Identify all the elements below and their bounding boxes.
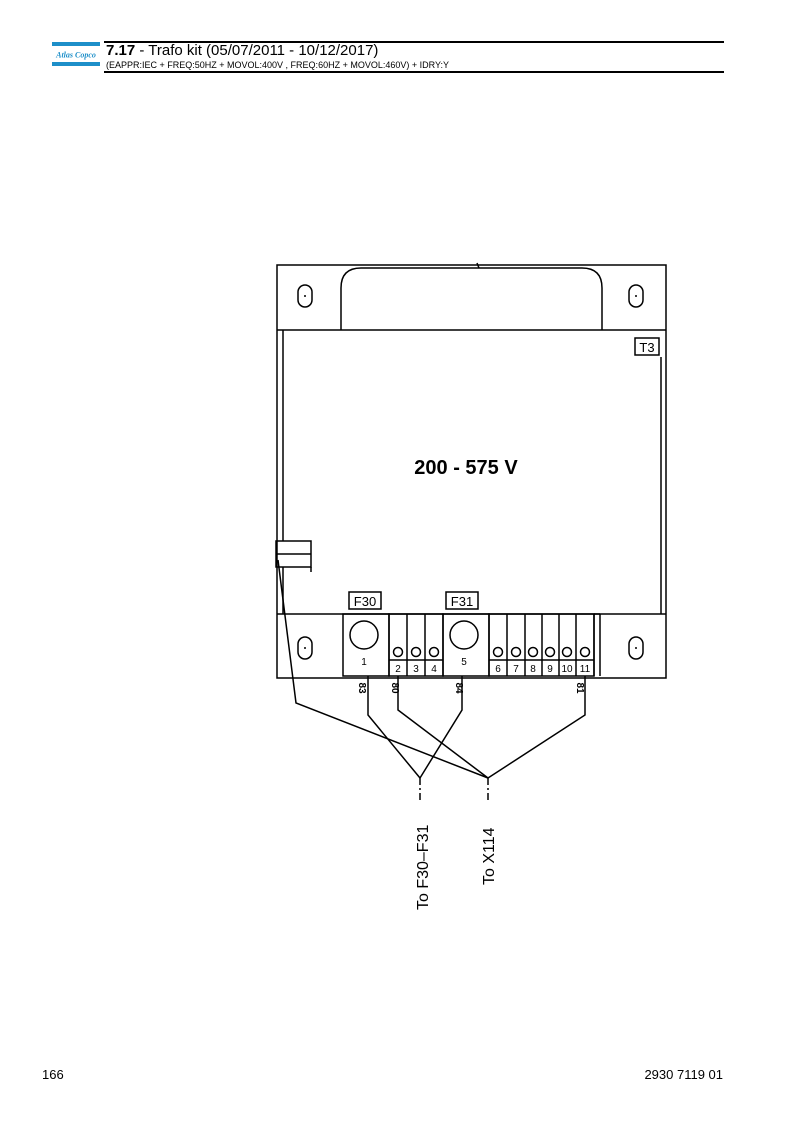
core-outline <box>340 267 603 330</box>
terminal-label: 7 <box>513 664 519 675</box>
terminal-label: 3 <box>413 664 419 675</box>
transformer-outline <box>276 264 667 679</box>
page-number: 166 <box>42 1067 64 1082</box>
mount-hole-bl <box>297 636 313 660</box>
wire-number-83: 83 <box>356 682 367 694</box>
wire-ground <box>277 559 489 779</box>
terminal-label: 11 <box>580 664 591 675</box>
wire-number-80: 80 <box>389 682 400 694</box>
wire-81 <box>487 676 586 779</box>
section-title: - Trafo kit (05/07/2011 - 10/12/2017) <box>139 42 379 59</box>
terminal-label: 4 <box>431 664 437 675</box>
destination-f30-f31: To F30–F31 <box>415 825 432 910</box>
destination-x114: To X114 <box>481 827 498 885</box>
mount-hole-tl <box>297 284 313 308</box>
fuse-tag-f30: F30 <box>354 594 376 609</box>
mount-hole-br <box>628 636 644 660</box>
section-number: 7.17 <box>106 42 136 59</box>
atlas-copco-logo: Atlas Copco <box>52 42 100 66</box>
wire-number-81: 81 <box>574 682 585 694</box>
transformer-tag: T3 <box>639 340 654 355</box>
document-number: 2930 7119 01 <box>644 1067 723 1082</box>
terminal-label: 9 <box>547 664 553 675</box>
header-rule-bottom <box>104 71 724 73</box>
logo-text: Atlas Copco <box>55 51 96 60</box>
terminal-label: 10 <box>561 664 573 675</box>
wire-84 <box>419 676 463 779</box>
wire-83 <box>367 676 421 779</box>
wire-number-84: 84 <box>453 682 464 694</box>
terminal-label: 2 <box>395 664 401 675</box>
header-rule-top <box>104 41 724 43</box>
wire-80 <box>397 676 489 779</box>
terminal-label: 8 <box>530 664 536 675</box>
terminal-label: 1 <box>361 657 367 668</box>
fuse-tag-f31: F31 <box>451 594 473 609</box>
page-subtitle: (EAPPR:IEC + FREQ:50HZ + MOVOL:400V , FR… <box>106 60 449 70</box>
voltage-label: 200 - 575 V <box>414 457 518 479</box>
page-title: 7.17 - Trafo kit (05/07/2011 - 10/12/201… <box>106 42 378 59</box>
wire-harness <box>277 559 586 803</box>
mount-hole-tr <box>628 284 644 308</box>
terminal-label: 5 <box>461 657 467 668</box>
terminal-label: 6 <box>495 664 501 675</box>
